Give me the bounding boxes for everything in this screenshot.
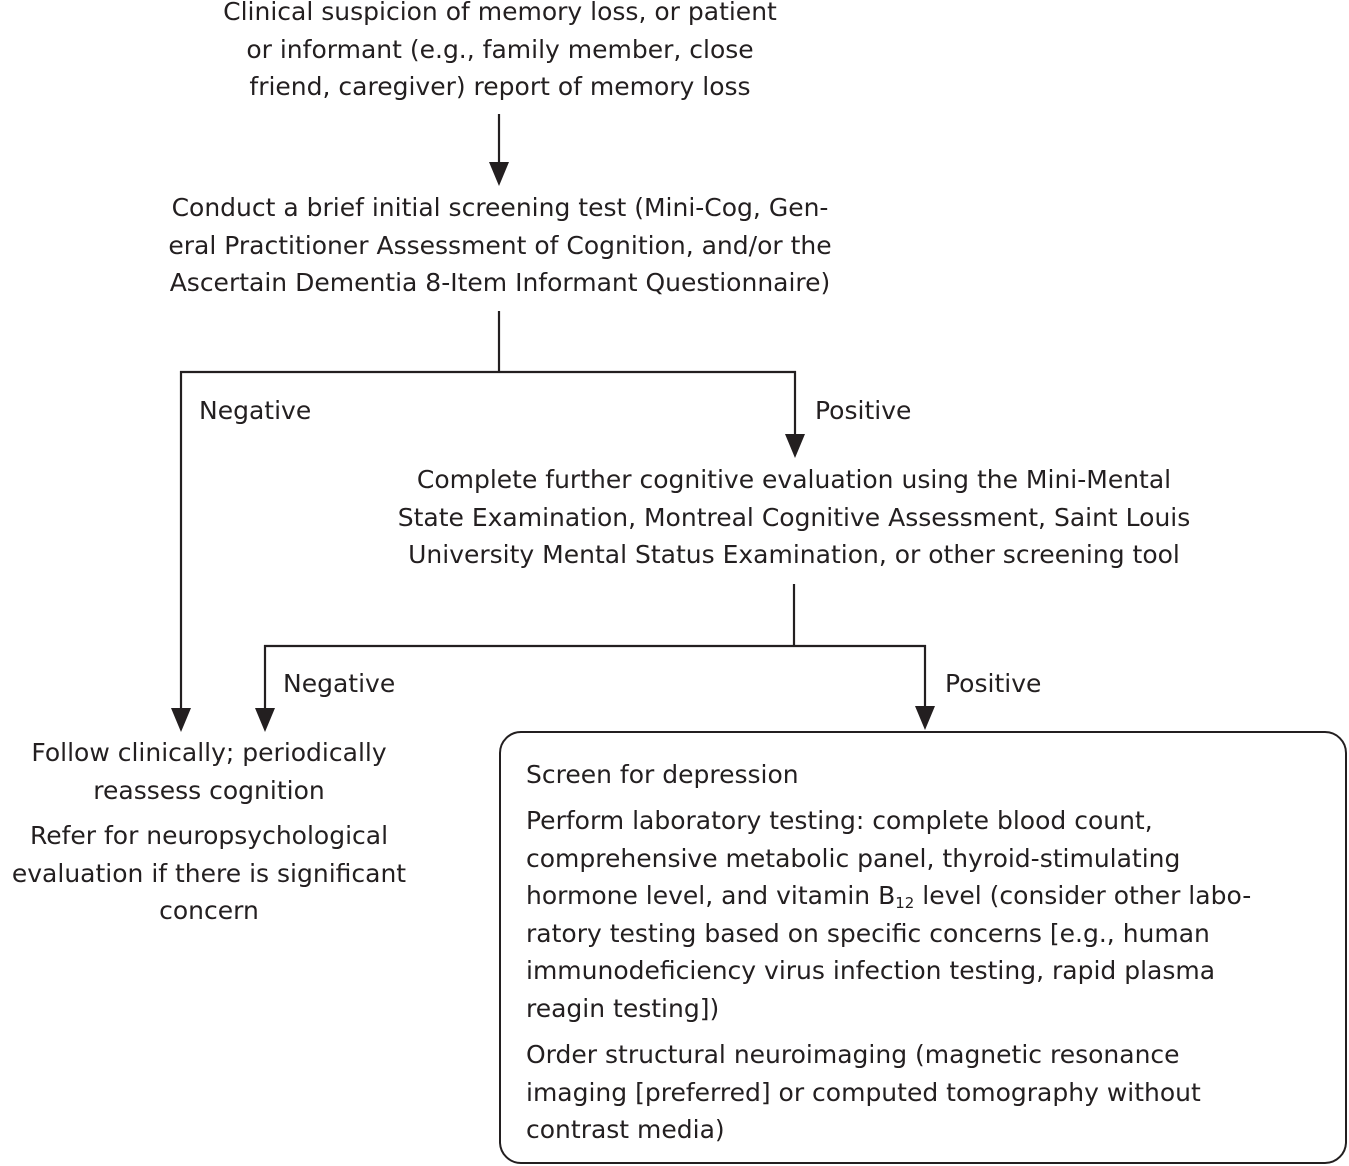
arrowhead-screening: [489, 162, 509, 186]
evaluation-negative-label: Negative: [283, 669, 396, 698]
lab-line: comprehensive metabolic panel, thyroid-s…: [526, 843, 1181, 873]
start-node-line: or informant (e.g., family member, close: [246, 34, 754, 64]
initial-screening-line: Conduct a brief initial screening test (…: [171, 193, 829, 222]
arrowhead-evaluation-negative: [255, 708, 275, 732]
initial-screening-line: Ascertain Dementia 8-Item Informant Ques…: [169, 268, 831, 297]
refer-neuropsych-line: concern: [159, 896, 259, 925]
screening-positive-label: Positive: [815, 396, 912, 425]
refer-neuropsych-line: evaluation if there is significant: [11, 858, 407, 888]
evaluation-positive-label: Positive: [945, 669, 1042, 698]
start-node-line: Clinical suspicion of memory loss, or pa…: [223, 0, 777, 26]
vitamin-subscript: 12: [895, 894, 915, 912]
arrowhead-evaluation-positive: [915, 706, 935, 730]
lab-line: hormone level, and vitamin B12 level (co…: [526, 877, 1251, 915]
start-node: Clinical suspicion of memory loss, or pa…: [150, 0, 850, 106]
lab-line-part: level (consider other labo-: [914, 881, 1252, 910]
imaging-line: imaging [preferred] or computed tomograp…: [526, 1077, 1201, 1107]
follow-clinically-node: Follow clinically; periodically reassess…: [0, 734, 419, 930]
screening-negative-label: Negative: [199, 396, 312, 425]
further-evaluation-line: Complete further cognitive evaluation us…: [416, 465, 1172, 494]
arrowhead-screening-negative: [171, 708, 191, 732]
follow-clinically-line: reassess cognition: [93, 775, 325, 805]
initial-screening-line: eral Practitioner Assessment of Cognitio…: [168, 230, 832, 260]
imaging-line: Order structural neuroimaging (magnetic …: [526, 1040, 1180, 1069]
initial-screening-node: Conduct a brief initial screening test (…: [100, 189, 900, 302]
lab-line: reagin testing]): [526, 993, 720, 1023]
lab-line: ratory testing based on specific concern…: [526, 918, 1210, 948]
refer-neuropsych-line: Refer for neuropsychological: [29, 821, 389, 850]
start-node-line: friend, caregiver) report of memory loss: [249, 72, 751, 101]
lab-line-part: hormone level, and vitamin B: [526, 881, 896, 910]
imaging-line: contrast media): [526, 1115, 725, 1144]
lab-line: Perform laboratory testing: complete blo…: [526, 806, 1153, 835]
diagnostic-workup-box: Screen for depression Perform laboratory…: [499, 731, 1347, 1164]
screen-depression-text: Screen for depression: [526, 756, 799, 794]
screen-depression-line: Screen for depression: [526, 760, 799, 789]
laboratory-testing-text: Perform laboratory testing: complete blo…: [526, 802, 1251, 1027]
follow-clinically-line: Follow clinically; periodically: [31, 738, 387, 767]
lab-line: immunodeficiency virus infection testing…: [526, 956, 1216, 985]
further-evaluation-line: University Mental Status Examination, or…: [408, 540, 1180, 569]
further-evaluation-node: Complete further cognitive evaluation us…: [319, 461, 1269, 574]
neuroimaging-text: Order structural neuroimaging (magnetic …: [526, 1036, 1201, 1149]
further-evaluation-line: State Examination, Montreal Cognitive As…: [397, 502, 1191, 532]
arrowhead-screening-positive: [785, 434, 805, 458]
